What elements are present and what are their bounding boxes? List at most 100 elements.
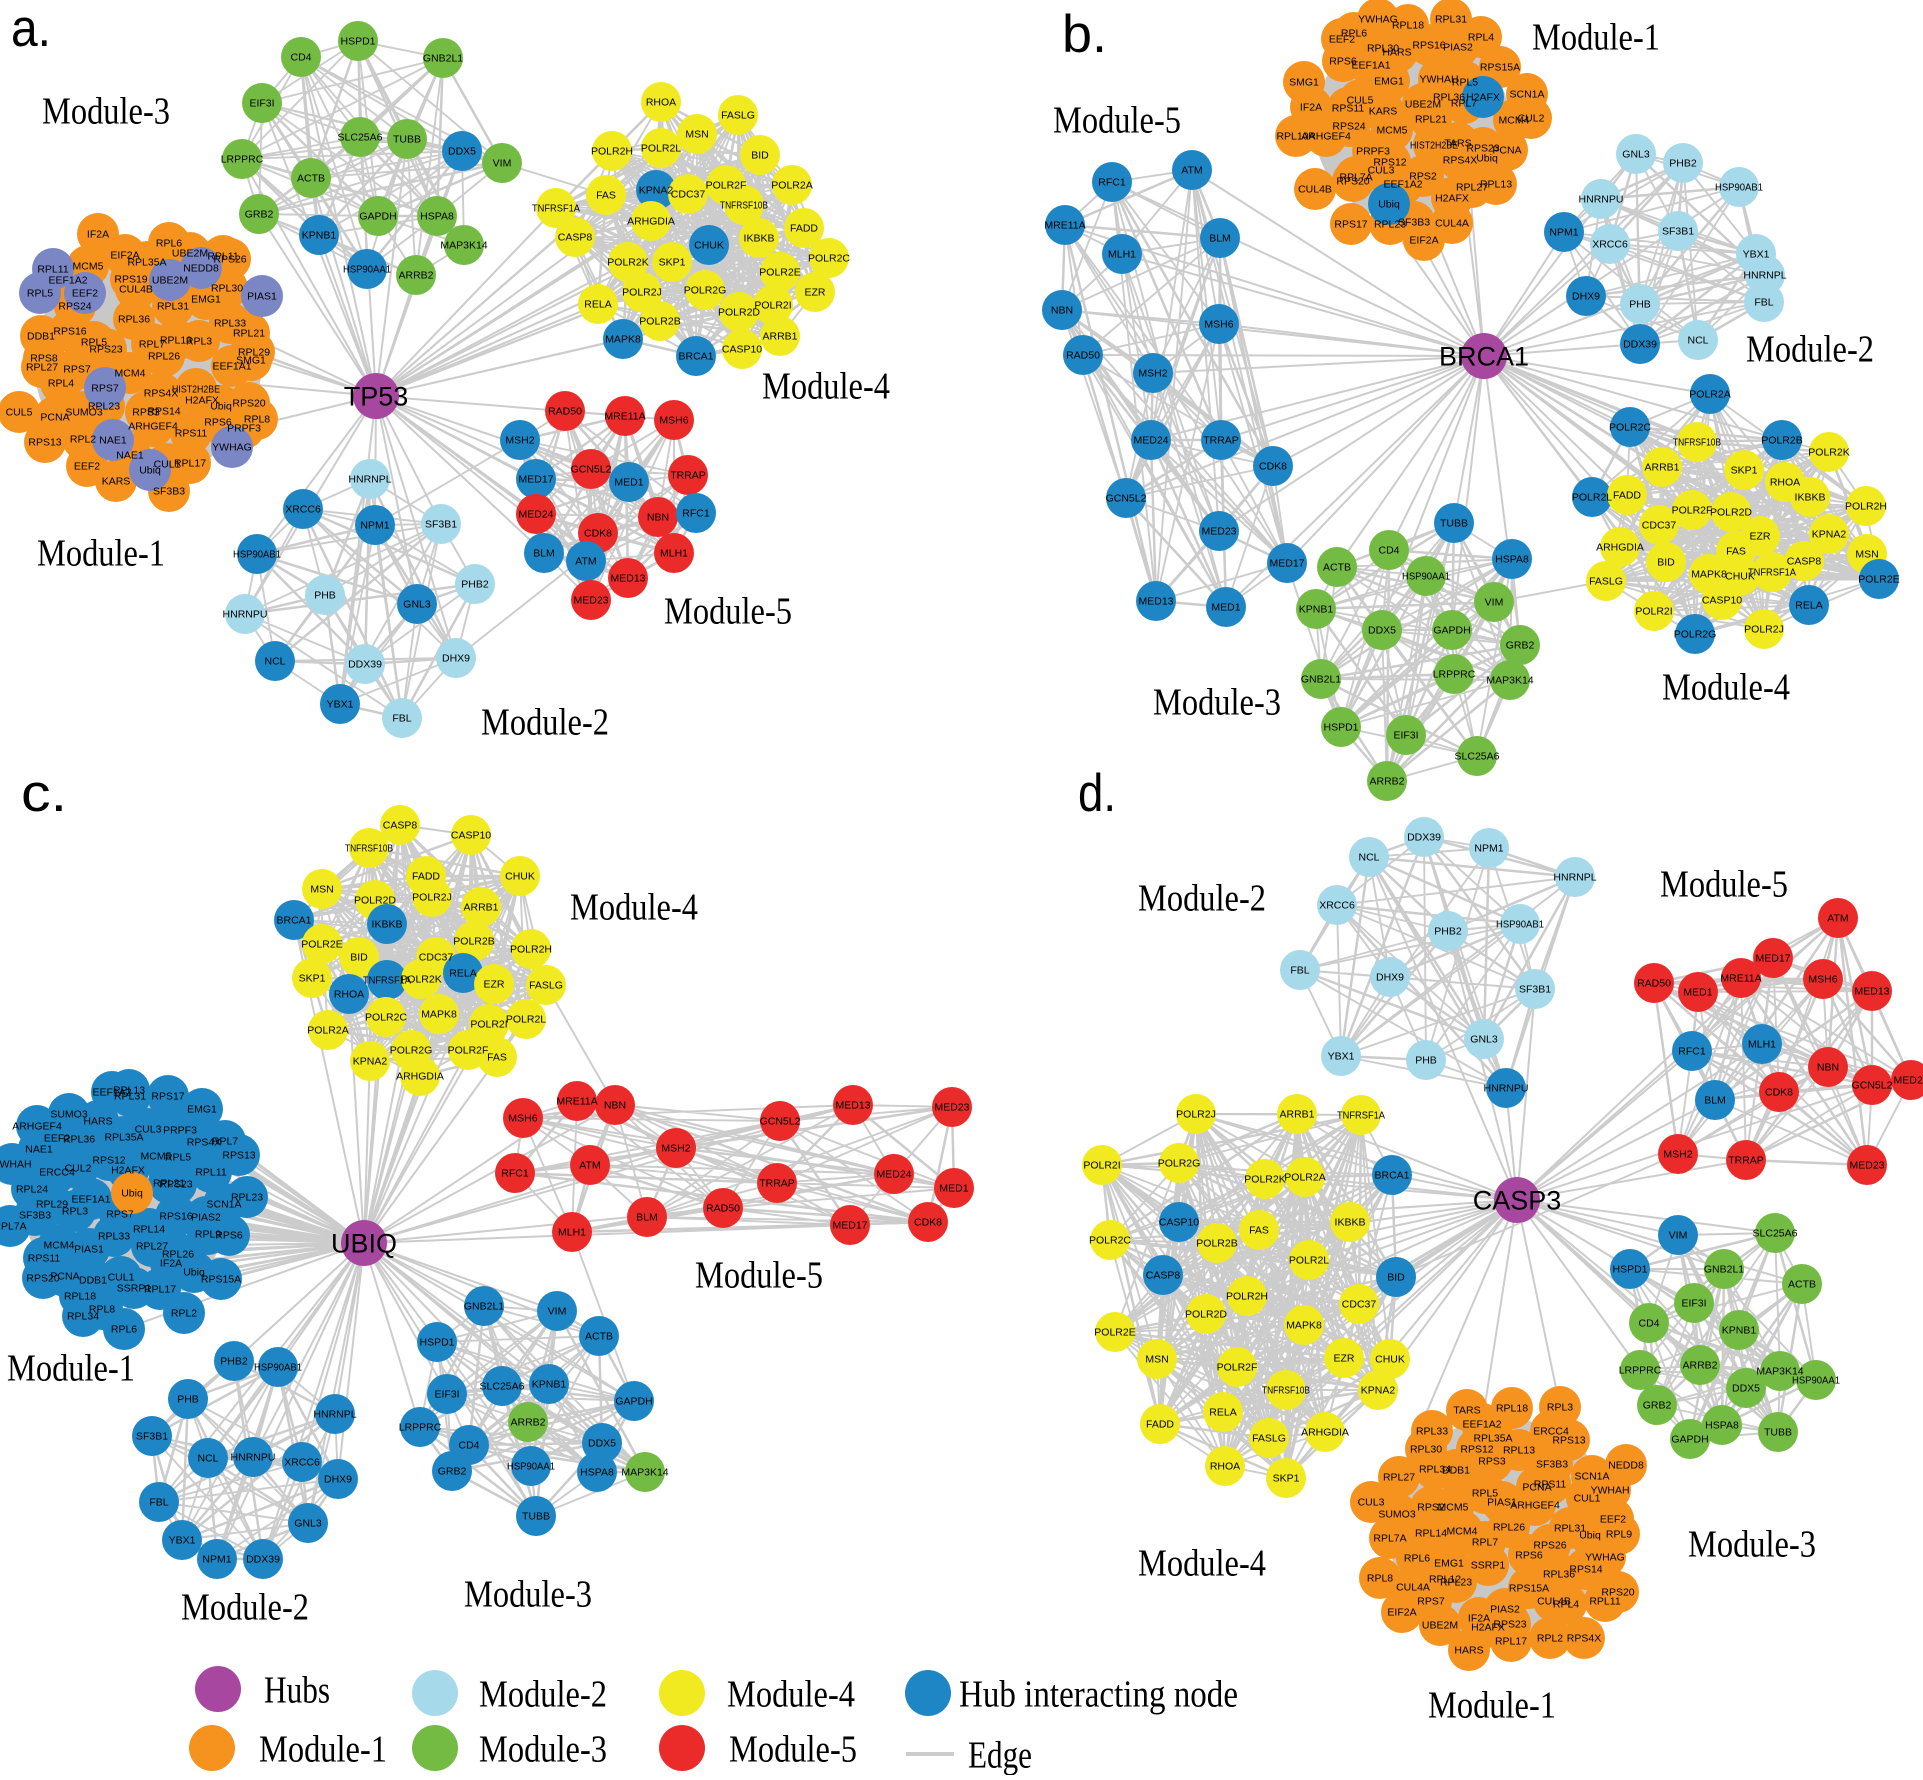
- svg-text:CUL5: CUL5: [1347, 95, 1374, 107]
- svg-text:FAS: FAS: [596, 190, 616, 202]
- svg-text:RPL9: RPL9: [195, 1229, 221, 1241]
- svg-text:MED24: MED24: [518, 509, 553, 521]
- svg-text:RPS12: RPS12: [92, 1155, 125, 1167]
- svg-text:RPL17: RPL17: [1495, 1636, 1527, 1648]
- svg-text:CASP10: CASP10: [1159, 1217, 1199, 1229]
- svg-text:RPL21: RPL21: [153, 1178, 185, 1190]
- svg-text:SSRP1: SSRP1: [117, 1283, 152, 1295]
- svg-text:FBL: FBL: [1290, 965, 1309, 977]
- svg-text:HSP90AA1: HSP90AA1: [1402, 571, 1450, 583]
- svg-text:FASLG: FASLG: [529, 980, 563, 992]
- svg-text:HSPA8: HSPA8: [1705, 1420, 1739, 1432]
- svg-text:Module-3: Module-3: [1153, 681, 1281, 723]
- svg-text:SF3B1: SF3B1: [1519, 984, 1551, 996]
- svg-text:EIF3I: EIF3I: [434, 1389, 459, 1401]
- svg-text:FBL: FBL: [392, 713, 411, 725]
- svg-text:EIF3I: EIF3I: [249, 98, 274, 110]
- svg-text:TUBB: TUBB: [522, 1511, 550, 1523]
- svg-text:RPL11: RPL11: [37, 264, 68, 276]
- svg-text:POLR2E: POLR2E: [759, 267, 800, 279]
- svg-text:PHB: PHB: [1415, 1055, 1437, 1067]
- svg-text:PHB: PHB: [1629, 299, 1651, 311]
- svg-text:RPL23: RPL23: [88, 401, 120, 413]
- svg-text:RPS6: RPS6: [215, 1230, 243, 1242]
- svg-text:POLR2I: POLR2I: [1635, 606, 1672, 618]
- svg-text:YWHAH: YWHAH: [1419, 74, 1458, 86]
- svg-text:HSPD1: HSPD1: [1323, 722, 1358, 734]
- svg-text:RPL21: RPL21: [1415, 114, 1447, 126]
- svg-text:BLM: BLM: [1704, 1095, 1726, 1107]
- svg-text:EIF2A: EIF2A: [1409, 235, 1438, 247]
- svg-text:c.: c.: [21, 764, 67, 823]
- svg-text:RPL27: RPL27: [26, 362, 58, 374]
- svg-text:MSH2: MSH2: [1663, 1149, 1692, 1161]
- svg-text:MED17: MED17: [832, 1220, 867, 1232]
- svg-text:HSP90AA1: HSP90AA1: [507, 1461, 555, 1473]
- svg-text:NEDD8: NEDD8: [1608, 1460, 1644, 1472]
- svg-text:EEF1A2: EEF1A2: [92, 1087, 131, 1099]
- svg-text:MSN: MSN: [685, 129, 708, 141]
- svg-text:HSPD1: HSPD1: [419, 1337, 454, 1349]
- svg-text:RPS11: RPS11: [175, 428, 208, 440]
- svg-text:POLR2B: POLR2B: [639, 316, 680, 328]
- svg-text:RPL9: RPL9: [1606, 1529, 1632, 1541]
- svg-text:SCN1A: SCN1A: [1509, 89, 1544, 101]
- svg-text:ARRB1: ARRB1: [762, 331, 797, 343]
- svg-text:Module-2: Module-2: [181, 1586, 309, 1628]
- svg-text:MSH2: MSH2: [505, 435, 534, 447]
- svg-text:EEF1A2: EEF1A2: [48, 275, 87, 287]
- svg-text:RPL13: RPL13: [113, 1085, 145, 1097]
- svg-text:LRPPRC: LRPPRC: [1619, 1365, 1662, 1377]
- svg-text:TUBB: TUBB: [1764, 1427, 1792, 1439]
- svg-text:GCN5L2: GCN5L2: [1106, 493, 1147, 505]
- svg-text:RPL2: RPL2: [171, 1308, 197, 1320]
- svg-text:RPL6: RPL6: [156, 238, 182, 250]
- svg-text:YBX1: YBX1: [169, 1535, 196, 1547]
- svg-text:RAD50: RAD50: [1066, 350, 1100, 362]
- svg-text:RHOA: RHOA: [1770, 477, 1800, 489]
- svg-text:NPM1: NPM1: [202, 1554, 231, 1566]
- svg-text:IKBKB: IKBKB: [372, 919, 403, 931]
- svg-text:RPS20: RPS20: [26, 1273, 59, 1285]
- svg-text:MAP3K14: MAP3K14: [621, 1467, 668, 1479]
- svg-text:SMG1: SMG1: [236, 355, 266, 367]
- svg-text:RPL33: RPL33: [98, 1231, 130, 1243]
- svg-text:KPNB1: KPNB1: [302, 230, 337, 242]
- svg-text:ARRB2: ARRB2: [1682, 1360, 1717, 1372]
- svg-text:FAS: FAS: [1249, 1225, 1269, 1237]
- svg-text:MED17: MED17: [1269, 558, 1304, 570]
- svg-text:POLR2I: POLR2I: [470, 1019, 507, 1031]
- svg-text:MCM4: MCM4: [44, 1240, 75, 1252]
- svg-text:SLC25A6: SLC25A6: [338, 132, 383, 144]
- svg-text:POLR2J: POLR2J: [1176, 1109, 1216, 1121]
- svg-text:MAPK8: MAPK8: [1691, 569, 1727, 581]
- svg-text:RPL33: RPL33: [1416, 1426, 1448, 1438]
- svg-text:XRCC6: XRCC6: [1319, 900, 1355, 912]
- svg-text:POLR2F: POLR2F: [448, 1045, 489, 1057]
- svg-text:FADD: FADD: [1146, 1419, 1174, 1431]
- svg-text:TUBB: TUBB: [393, 134, 421, 146]
- svg-text:FADD: FADD: [790, 223, 818, 235]
- svg-text:NCL: NCL: [197, 1453, 218, 1465]
- svg-text:PCNA: PCNA: [50, 1271, 79, 1283]
- svg-text:ARHGEF4: ARHGEF4: [128, 421, 178, 433]
- svg-text:YWHAG: YWHAG: [1585, 1552, 1625, 1564]
- svg-text:MSH6: MSH6: [659, 415, 688, 427]
- svg-text:Edge: Edge: [968, 1734, 1032, 1775]
- svg-text:CASP8: CASP8: [383, 820, 418, 832]
- svg-text:TRRAP: TRRAP: [1728, 1155, 1764, 1167]
- svg-text:POLR2G: POLR2G: [684, 285, 727, 297]
- svg-text:MED1: MED1: [1211, 602, 1240, 614]
- svg-text:ARHGDIA: ARHGDIA: [1596, 542, 1644, 554]
- svg-text:RPL29: RPL29: [36, 1199, 68, 1211]
- svg-text:DHX9: DHX9: [442, 653, 470, 665]
- svg-text:RPL8: RPL8: [89, 1304, 115, 1316]
- svg-text:RPL8: RPL8: [244, 414, 270, 426]
- svg-text:ARHGEF4: ARHGEF4: [1301, 131, 1351, 143]
- svg-text:RPS4X: RPS4X: [144, 388, 178, 400]
- svg-text:RPL33: RPL33: [214, 318, 246, 330]
- svg-text:YWHAH: YWHAH: [0, 1159, 32, 1171]
- svg-text:CDC37: CDC37: [1642, 520, 1677, 532]
- svg-text:FBL: FBL: [1754, 297, 1773, 309]
- svg-text:SF3B1: SF3B1: [1662, 226, 1694, 238]
